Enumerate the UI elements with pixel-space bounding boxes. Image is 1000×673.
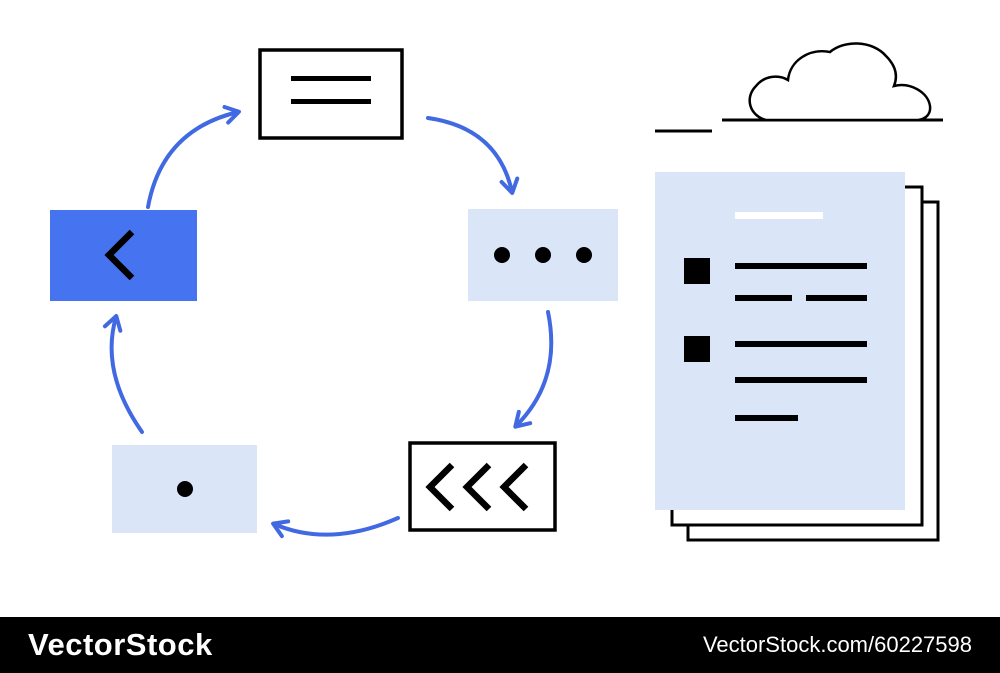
arrow-ellipsis-to-rewind <box>513 310 554 429</box>
brand-logo: VectorStock <box>28 627 213 662</box>
single-dot-icon <box>177 481 193 497</box>
menu-card <box>258 48 404 140</box>
back-card-box <box>50 210 197 301</box>
checkbox-square <box>684 258 710 284</box>
cycle-diagram <box>50 48 618 539</box>
dot-card <box>112 445 257 533</box>
ellipsis-card <box>468 209 618 301</box>
page-content <box>684 212 867 421</box>
arrow-menu-to-ellipsis <box>426 116 520 195</box>
three-dots-icon <box>494 247 592 263</box>
vector-illustration <box>50 42 943 542</box>
chevron-left-icon <box>104 229 135 281</box>
document-illustration <box>655 42 943 542</box>
text-line <box>735 295 792 301</box>
double-line-icon <box>291 99 371 104</box>
illustration-canvas <box>50 42 943 542</box>
text-line <box>806 295 867 301</box>
checkbox-square <box>684 336 710 362</box>
rewind-card <box>408 441 557 532</box>
title-line <box>735 212 823 219</box>
arrow-rewind-to-dot <box>271 516 400 539</box>
back-card <box>50 210 197 301</box>
text-line <box>735 341 867 347</box>
arrow-dot-to-back <box>102 314 144 434</box>
triple-chevron-left-icon <box>425 462 529 512</box>
arrow-back-to-menu <box>146 104 241 209</box>
text-line <box>735 263 867 269</box>
double-line-icon <box>291 76 371 81</box>
watermark-id: VectorStock.com/60227598 <box>702 632 972 657</box>
text-line <box>735 415 798 421</box>
text-line <box>735 377 867 383</box>
menu-card-box <box>258 48 404 140</box>
cloud-icon <box>748 42 932 122</box>
watermark-bar: VectorStock VectorStock.com/60227598 <box>0 617 1000 673</box>
